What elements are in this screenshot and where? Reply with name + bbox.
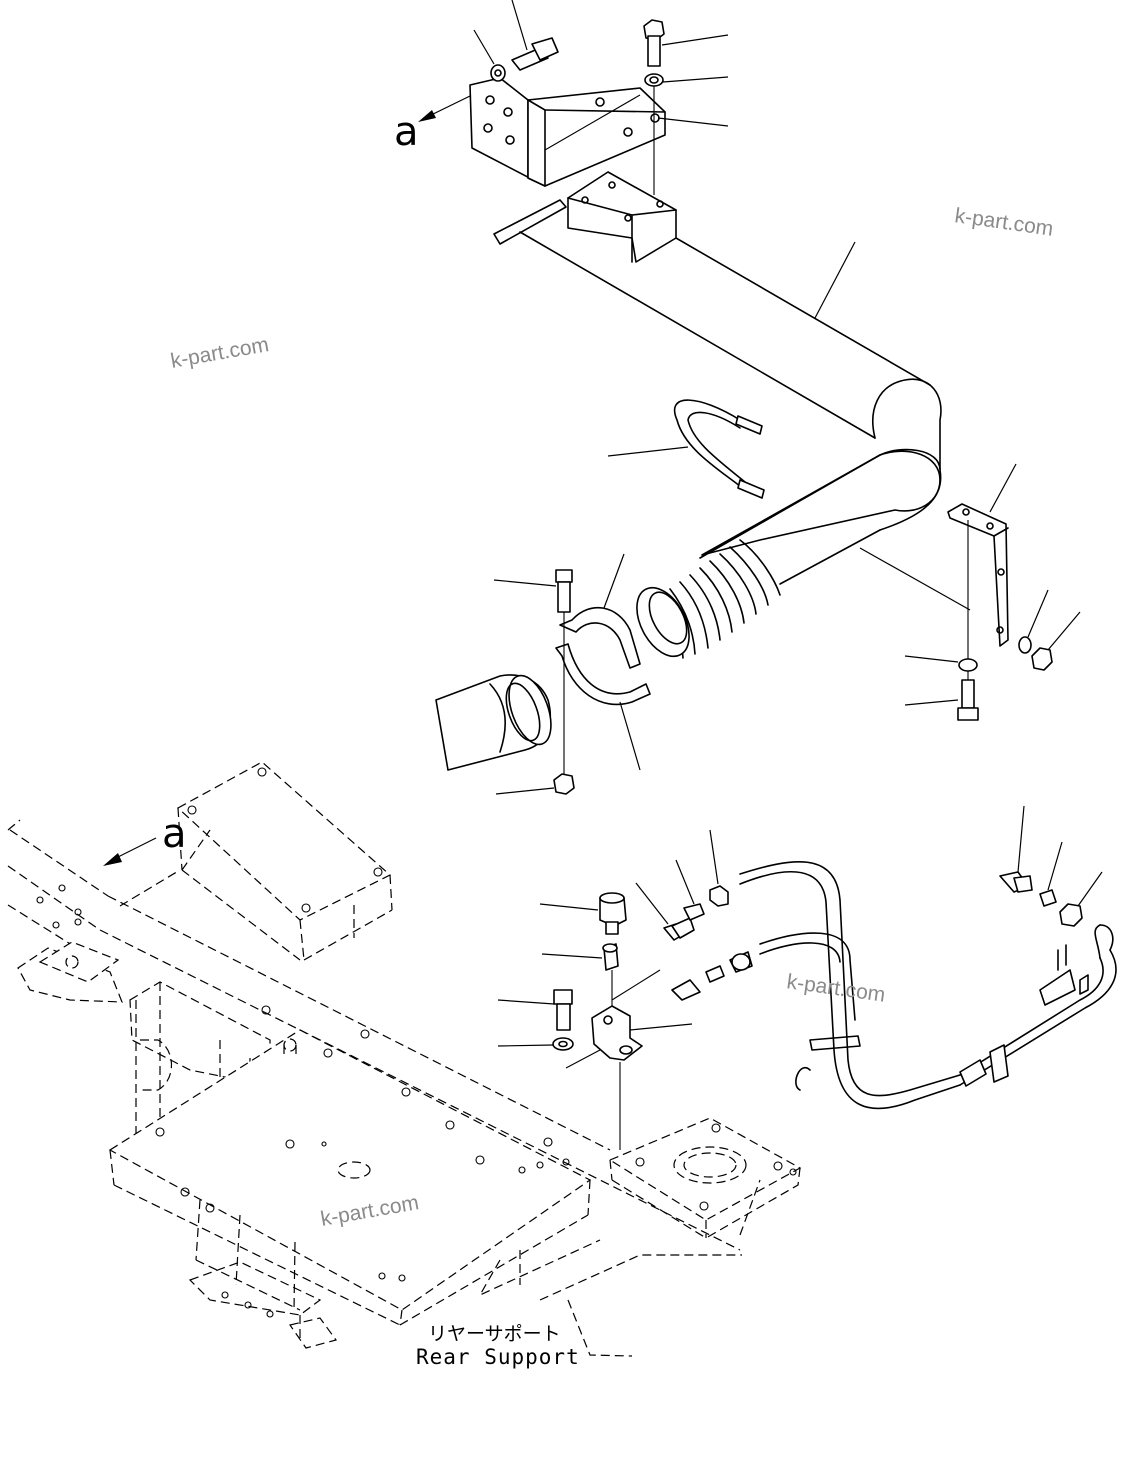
washer-right bbox=[1018, 589, 1049, 654]
watermark-3: k-part.com bbox=[785, 970, 886, 1007]
bolt-top-right bbox=[643, 19, 729, 67]
pipe-stub bbox=[493, 199, 567, 245]
view-label-lower: a bbox=[162, 811, 187, 857]
clamp-nut bbox=[495, 773, 575, 795]
frame-rails bbox=[7, 819, 741, 1251]
mount-pad bbox=[176, 761, 393, 961]
air-hose-line bbox=[739, 861, 1117, 1110]
clamp-band bbox=[555, 553, 651, 771]
main-air-duct bbox=[519, 231, 971, 659]
label-japanese: リヤーサポート bbox=[428, 1323, 561, 1345]
label-english: Rear Support bbox=[416, 1345, 580, 1369]
union-fitting bbox=[675, 859, 705, 921]
turbo-outlet-pipe bbox=[435, 674, 552, 771]
hose-loop bbox=[607, 399, 765, 499]
watermark-2: k-part.com bbox=[169, 333, 271, 373]
adapter-fitting bbox=[541, 943, 619, 1015]
hose-adapter bbox=[671, 951, 753, 1001]
bolt-top-left bbox=[511, 0, 559, 71]
clamp-bolt bbox=[493, 569, 573, 775]
pressure-switch bbox=[539, 892, 627, 935]
washer-top-right bbox=[644, 73, 729, 87]
elbow-fitting bbox=[635, 882, 695, 941]
mounting-block bbox=[591, 1005, 693, 1150]
duct-saddle-bracket bbox=[567, 171, 677, 263]
washer-top-left bbox=[473, 29, 506, 82]
fitting-right-2 bbox=[1039, 841, 1063, 907]
nut-right-fitting bbox=[1059, 871, 1103, 927]
washer-right-lower bbox=[904, 655, 978, 672]
rear-support-plate bbox=[108, 1005, 742, 1357]
bolt-right-lower bbox=[904, 679, 979, 721]
fitting-right-1 bbox=[999, 805, 1033, 893]
washer-mounting bbox=[497, 969, 661, 1069]
view-label-upper: a bbox=[394, 109, 419, 155]
upper-bracket bbox=[469, 77, 666, 187]
leader-bracket bbox=[657, 117, 729, 127]
view-arrow-upper: a bbox=[394, 95, 471, 155]
bolt-mounting bbox=[497, 989, 573, 1031]
rear-support-label: リヤーサポート Rear Support bbox=[416, 1323, 580, 1369]
watermark-1: k-part.com bbox=[953, 204, 1054, 241]
flange-block bbox=[608, 1117, 802, 1239]
right-l-bracket bbox=[947, 463, 1017, 690]
view-arrow-lower: a bbox=[103, 811, 187, 866]
nut-right bbox=[1031, 611, 1081, 671]
nut-fitting bbox=[709, 829, 729, 907]
